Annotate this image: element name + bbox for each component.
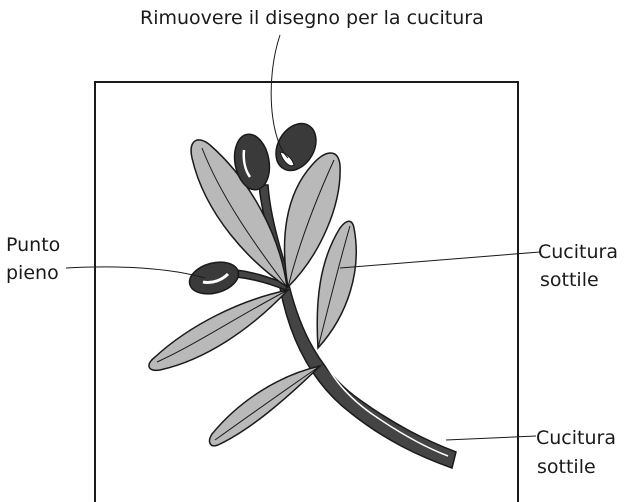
leader-line-top: [270, 34, 289, 159]
leader-line-right-top: [339, 251, 541, 269]
leader-line-right-bottom: [445, 435, 537, 441]
leaf-left-upper: [190, 139, 288, 289]
leader-line-left: [65, 266, 206, 279]
olive-top-right: [275, 122, 317, 172]
label-fine-stitch-top-line1: Cucitura: [538, 241, 618, 263]
label-satin-stitch-line2: pieno: [6, 262, 59, 284]
leaf-center: [283, 152, 341, 289]
olive-top-left: [233, 133, 271, 191]
leaf-left-middle: [148, 288, 291, 372]
leaf-right: [316, 220, 357, 350]
label-fine-stitch-bottom-line1: Cucitura: [536, 427, 616, 449]
label-fine-stitch-bottom-line2: sottile: [537, 456, 596, 478]
label-fine-stitch-top-line2: sottile: [540, 269, 599, 291]
olive-left: [188, 261, 240, 295]
label-satin-stitch-line1: Punto: [6, 234, 61, 256]
leaf-lower: [208, 364, 323, 447]
label-remove-pattern: Rimuovere il disegno per la cucitura: [140, 7, 484, 29]
embroidery-frame: [94, 81, 519, 502]
stem-highlight: [313, 337, 449, 457]
